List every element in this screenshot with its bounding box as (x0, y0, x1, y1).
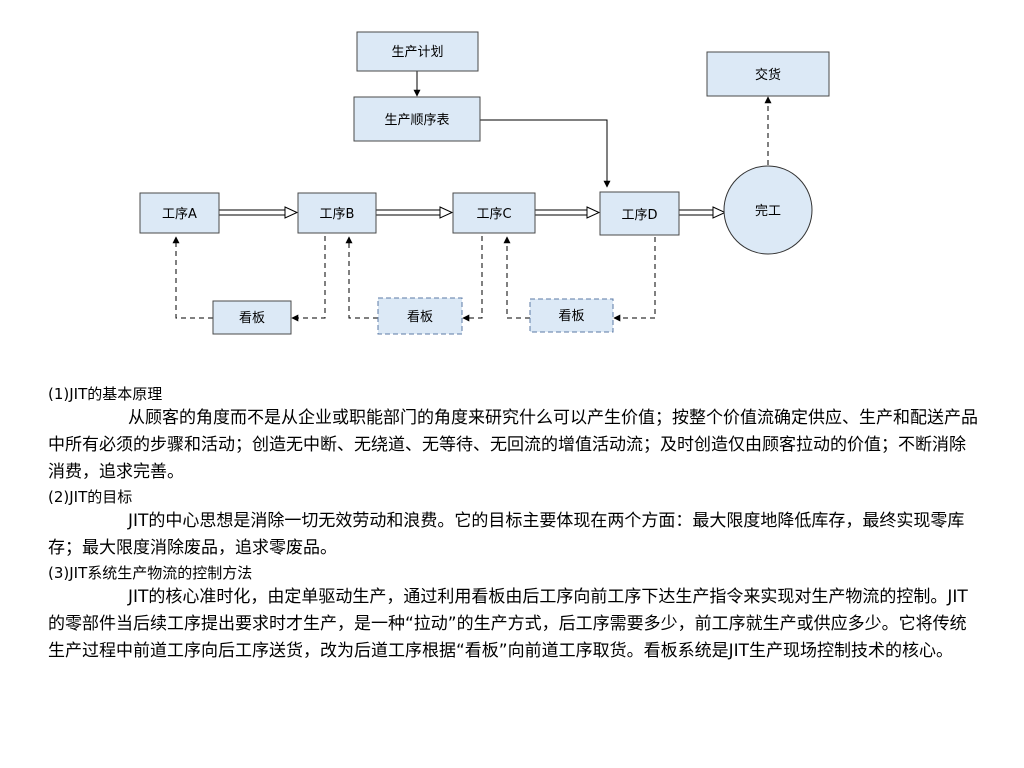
node-kanban-3-label: 看板 (558, 308, 584, 324)
node-production-plan-label: 生产计划 (391, 45, 443, 60)
d-to-complete-arrowhead (712, 206, 727, 219)
node-kanban-3-box (529, 298, 614, 333)
node-complete-circle (723, 165, 813, 255)
section-2-paragraph: JIT的中心思想是消除一切无效劳动和浪费。它的目标主要体现在两个方面：最大限度地… (48, 511, 965, 558)
node-process-a: 工序A (139, 192, 220, 234)
node-complete: 完工 (723, 165, 813, 255)
b-to-kanban-1-dashed-arrow (291, 236, 326, 322)
jit-flow-diagram: 生产计划 生产顺序表 交货 工序A 工序B 工序C 工序D 完工 看板 看板 看… (139, 31, 830, 335)
connectors (219, 71, 727, 219)
dashed-connectors (172, 96, 772, 322)
node-kanban-1-label: 看板 (239, 310, 265, 326)
section-2-heading: (2)JIT的目标 (48, 488, 133, 506)
node-kanban-2: 看板 (377, 297, 463, 335)
node-kanban-2-box (377, 297, 463, 335)
node-kanban-3: 看板 (529, 298, 614, 333)
node-kanban-1: 看板 (212, 300, 292, 335)
node-process-c-box (452, 192, 536, 234)
node-process-c: 工序C (452, 192, 536, 234)
node-process-b-label: 工序B (320, 207, 355, 222)
node-production-plan: 生产计划 (356, 31, 479, 72)
kanban-1-to-a-dashed-arrow (172, 236, 213, 319)
section-3-paragraph: JIT的核心准时化，由定单驱动生产，通过利用看板由后工序向前工序下达生产指令来实… (48, 587, 968, 661)
d-to-kanban-3-dashed-arrow (613, 237, 656, 322)
node-complete-label: 完工 (755, 204, 781, 219)
node-process-a-label: 工序A (162, 207, 197, 222)
c-to-kanban-2-dashed-arrow (462, 236, 483, 322)
sequence-to-process-d-arrow (480, 119, 611, 188)
node-process-d-box (599, 191, 680, 236)
section-3-heading: (3)JIT系统生产物流的控制方法 (48, 564, 253, 582)
jit-explanation: (1)JIT的基本原理 从顾客的角度而不是从企业或职能部门的角度来研究什么可以产… (48, 383, 978, 665)
kanban-3-to-c-dashed-arrow (503, 236, 530, 319)
b-to-c-arrowhead (439, 206, 454, 219)
node-production-sequence: 生产顺序表 (353, 96, 481, 142)
node-delivery-box (706, 51, 830, 97)
node-process-c-label: 工序C (476, 207, 511, 222)
node-process-d-label: 工序D (621, 208, 657, 223)
a-to-b-arrowhead (284, 206, 299, 219)
section-1-paragraph: 从顾客的角度而不是从企业或职能部门的角度来研究什么可以产生价值；按整个价值流确定… (48, 408, 978, 482)
node-process-d: 工序D (599, 191, 680, 236)
kanban-2-to-b-dashed-arrow (345, 236, 378, 319)
node-kanban-1-box (212, 300, 292, 335)
node-production-sequence-label: 生产顺序表 (384, 113, 449, 128)
section-1-heading: (1)JIT的基本原理 (48, 385, 163, 403)
node-delivery: 交货 (706, 51, 830, 97)
node-production-sequence-box (353, 96, 481, 142)
node-process-b: 工序B (297, 192, 377, 234)
node-process-a-box (139, 192, 220, 234)
node-process-b-box (297, 192, 377, 234)
c-to-d-arrowhead (586, 206, 601, 219)
node-production-plan-box (356, 31, 479, 72)
node-delivery-label: 交货 (755, 67, 781, 83)
node-kanban-2-label: 看板 (407, 309, 433, 325)
